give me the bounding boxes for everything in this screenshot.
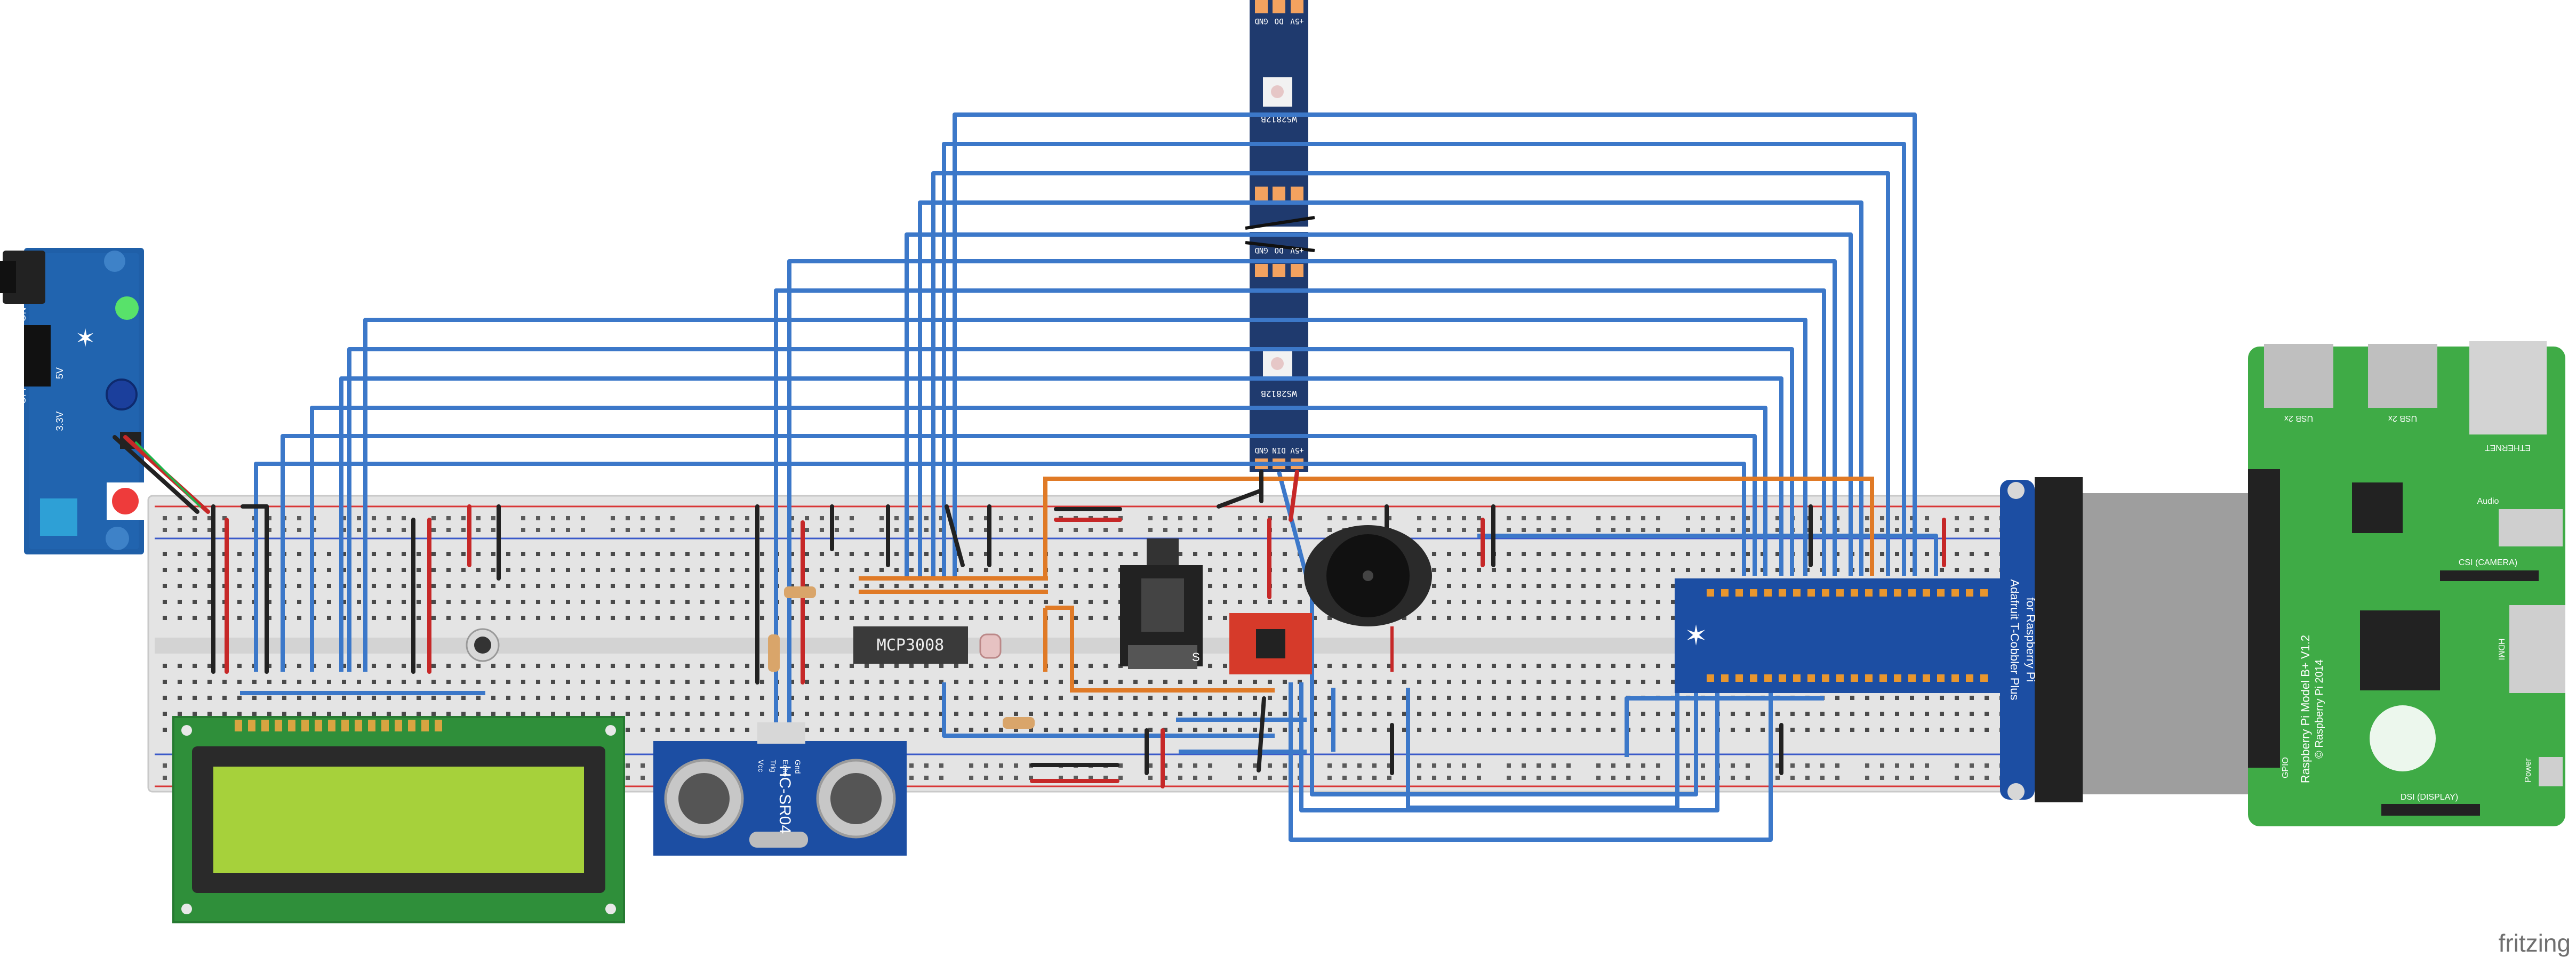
power-jumpers — [113, 435, 1946, 788]
mcp3008-chip: MCP3008 — [853, 626, 968, 664]
hcsr04-pin-vcc: Vcc — [757, 760, 765, 772]
strip-pin-gnd: GND — [1254, 446, 1268, 454]
level-shifter — [1229, 613, 1312, 674]
strip-pin-dout-3: DO — [1275, 17, 1284, 25]
strip-pin-din: DIN — [1272, 446, 1285, 454]
ribbon-cable — [2083, 493, 2253, 794]
rpi-usb1-label: USB 2x — [2284, 414, 2313, 423]
ultrasonic-sensor: HC-SR04 Vcc Trig Echo Gnd — [653, 722, 907, 856]
rpi-usb2-label: USB 2x — [2388, 414, 2417, 423]
star-icon: ✶ — [75, 324, 96, 352]
rpi-gpio-label: GPIO — [2281, 757, 2290, 778]
power-on-label: ON — [17, 308, 28, 322]
hcsr04-pin-gnd: Gnd — [794, 760, 802, 774]
hcsr04-pin-trig: Trig — [769, 760, 778, 772]
sensor-module: S — [1120, 538, 1203, 669]
hcsr04-label: HC-SR04 — [776, 766, 794, 834]
star-icon: ✶ — [1684, 621, 1708, 651]
led-chip-label-2: WS2812B — [1261, 389, 1297, 399]
power-supply-module: ✶ ON OFF 3.3V 5V — [0, 248, 144, 554]
power-3v3-label: 3.3V — [54, 411, 65, 431]
cobbler-subtitle: for Raspberry Pi — [2024, 598, 2037, 682]
rpi-hdmi-label: HDMI — [2497, 639, 2506, 661]
buzzer — [1304, 525, 1432, 672]
hcsr04-pin-echo: Echo — [781, 760, 790, 777]
strip-pin-5v: +5V — [1290, 446, 1304, 454]
power-5v-label: 5V — [54, 367, 65, 379]
rpi-model-label: Raspberry Pi Model B+ V1.2 — [2299, 635, 2312, 783]
mcp3008-label: MCP3008 — [877, 636, 944, 655]
potentiometer — [466, 628, 500, 662]
rpi-ethernet-label: ETHERNET — [2485, 443, 2531, 452]
cobbler-title: Adafruit T-Cobbler Plus — [2008, 579, 2021, 700]
sensor-pin-s: S — [1192, 650, 1200, 664]
strip-pin-5v-3: +5V — [1290, 17, 1304, 25]
resistors — [768, 586, 1035, 729]
rpi-power-label: Power — [2524, 758, 2533, 783]
power-off-label: OFF — [17, 385, 28, 404]
rpi-csi-label: CSI (CAMERA) — [2459, 558, 2517, 567]
raspberry-pi: Raspberry Pi Model B+ V1.2 © Raspberry P… — [2248, 341, 2565, 826]
rpi-dsi-label: DSI (DISPLAY) — [2401, 793, 2458, 802]
strip-pin-gnd-2: GND — [1254, 246, 1268, 254]
strip-pin-dout: DO — [1275, 246, 1284, 254]
lcd-display — [172, 716, 625, 923]
fritzing-watermark: fritzing — [2499, 929, 2571, 957]
strip-pin-5v-2: +5V — [1290, 246, 1304, 254]
rpi-audio-label: Audio — [2477, 497, 2499, 506]
strip-pin-gnd-3: GND — [1254, 17, 1268, 25]
rpi-copyright: © Raspberry Pi 2014 — [2314, 659, 2325, 759]
orange-wires — [859, 477, 1874, 693]
t-cobbler: ✶ Adafruit T-Cobbler Plus for Raspberry … — [1675, 477, 2083, 802]
raspberry-logo-icon — [2370, 705, 2436, 771]
